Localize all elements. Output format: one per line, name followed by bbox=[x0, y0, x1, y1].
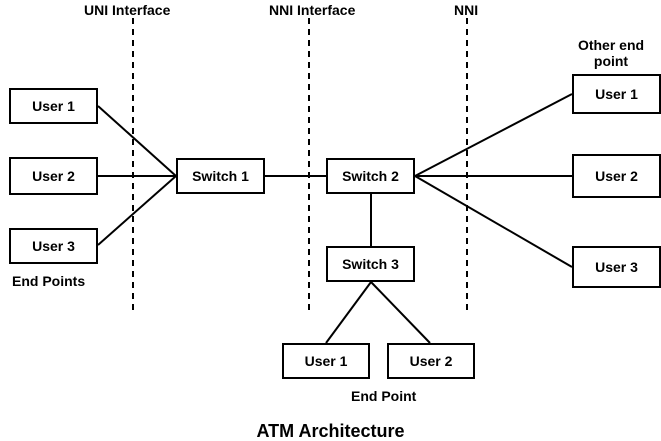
node-switch3: Switch 3 bbox=[326, 246, 415, 282]
node-right-user3: User 3 bbox=[572, 246, 661, 288]
group-label-end-point: End Point bbox=[351, 388, 417, 404]
node-right-user2: User 2 bbox=[572, 154, 661, 198]
edge-switch2-right-user1 bbox=[414, 93, 573, 177]
node-right-user1: User 1 bbox=[572, 74, 661, 114]
node-bottom-user1: User 1 bbox=[282, 343, 370, 379]
node-left-user2: User 2 bbox=[9, 157, 98, 195]
edge-switch3-bottom-user1 bbox=[325, 281, 372, 344]
edge-left-user3-switch1 bbox=[97, 175, 177, 246]
diagram-title: ATM Architecture bbox=[256, 421, 405, 441]
node-bottom-user2: User 2 bbox=[387, 343, 475, 379]
node-left-user1: User 1 bbox=[9, 88, 98, 124]
boundary-label-uni: UNI Interface bbox=[84, 2, 171, 18]
boundary-label-nni: NNI bbox=[454, 2, 479, 18]
edge-switch3-bottom-user2 bbox=[370, 281, 431, 344]
edge-switch2-right-user3 bbox=[414, 175, 573, 268]
boundary-label-nni-interface: NNI Interface bbox=[269, 2, 356, 18]
edge-left-user1-switch1 bbox=[97, 105, 177, 177]
node-left-user3: User 3 bbox=[9, 228, 98, 264]
group-label-end-points: End Points bbox=[12, 273, 86, 289]
node-switch1: Switch 1 bbox=[176, 158, 265, 194]
group-label-other-end-point: Other end point bbox=[577, 37, 645, 69]
node-switch2: Switch 2 bbox=[326, 158, 415, 194]
